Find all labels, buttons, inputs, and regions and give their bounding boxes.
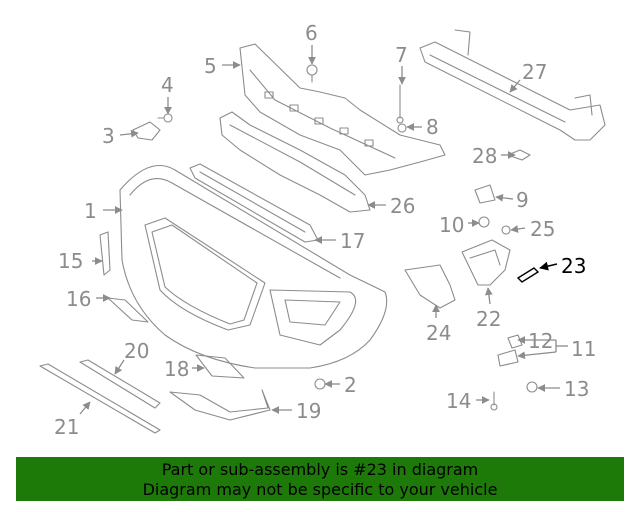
part-bumper-cover [119,165,388,369]
callout-8: 8 [426,115,439,139]
callout-15: 15 [58,249,83,273]
callout-5: 5 [204,54,217,78]
callout-13: 13 [564,377,589,401]
callout-2: 2 [344,373,357,397]
callout-6: 6 [305,21,318,45]
part-23-clip [516,267,540,283]
callout-9: 9 [516,188,529,212]
part-grille-support [219,111,371,213]
leader-lines [79,45,568,415]
callout-23: 23 [561,254,586,278]
banner-line-1: Part or sub-assembly is #23 in diagram [161,460,479,479]
callout-4: 4 [161,73,174,97]
callout-19: 19 [296,399,321,423]
callout-25: 25 [530,217,555,241]
info-banner: Part or sub-assembly is #23 in diagram D… [16,457,624,501]
callout-28: 28 [472,144,497,168]
part-lower-strip [189,163,319,243]
callout-12: 12 [528,329,553,353]
callout-22: 22 [476,307,501,331]
callout-26: 26 [390,194,415,218]
callout-24: 24 [426,321,451,345]
callout-16: 16 [66,287,91,311]
parts-diagram: 1 2 3 4 5 6 7 8 9 10 11 12 13 14 15 16 1… [39,21,606,439]
callout-3: 3 [102,124,115,148]
callout-27: 27 [522,60,547,84]
callout-labels: 1 2 3 4 5 6 7 8 9 10 11 12 13 14 15 16 1… [54,21,596,439]
callout-18: 18 [164,357,189,381]
callout-20: 20 [124,339,149,363]
part-upper-bracket [239,43,446,176]
callout-11: 11 [571,337,596,361]
part-side-brackets [404,239,511,309]
callout-10: 10 [439,213,464,237]
part-reinforcement-beam [419,29,606,141]
banner-line-2: Diagram may not be specific to your vehi… [142,480,498,499]
callout-21: 21 [54,415,79,439]
callout-7: 7 [395,43,408,67]
callout-1: 1 [84,199,97,223]
callout-17: 17 [340,229,365,253]
part-fasteners [132,64,538,411]
callout-14: 14 [446,389,471,413]
